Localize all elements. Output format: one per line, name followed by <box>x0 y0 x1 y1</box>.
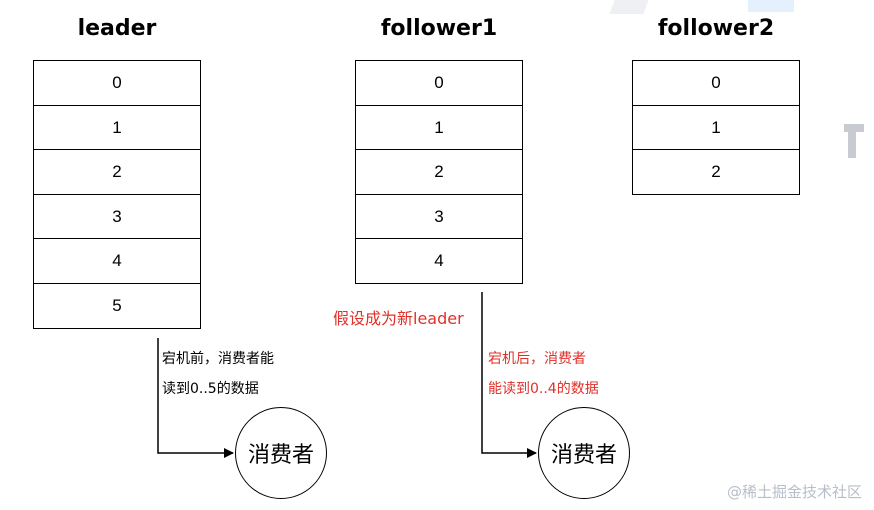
note-before-line1: 宕机前，消费者能 <box>162 351 274 367</box>
follower2-title: follower2 <box>657 16 775 41</box>
log-cell: 3 <box>33 193 201 240</box>
log-cell: 2 <box>355 149 523 195</box>
note-after-line1: 宕机后，消费者 <box>488 351 586 367</box>
consumer-right: 消费者 <box>538 407 630 499</box>
leader-to-consumer-arrow <box>157 338 234 458</box>
follower2-log: 0 1 2 <box>632 60 800 195</box>
log-cell: 0 <box>33 60 201 106</box>
watermark-shape-right <box>844 124 864 132</box>
watermark-shape-top-blue <box>748 0 794 12</box>
consumer-left: 消费者 <box>235 407 327 499</box>
note-after-crash: 宕机后，消费者 能读到0..4的数据 <box>488 344 599 404</box>
note-before-crash: 宕机前，消费者能 读到0..5的数据 <box>162 344 274 404</box>
log-cell: 4 <box>33 238 201 284</box>
note-before-line2: 读到0..5的数据 <box>162 381 259 397</box>
log-cell: 0 <box>632 60 800 106</box>
log-cell: 5 <box>33 282 201 329</box>
note-after-line2: 能读到0..4的数据 <box>488 381 599 397</box>
leader-title: leader <box>77 16 157 41</box>
log-cell: 4 <box>355 238 523 284</box>
watermark-text: @稀土掘金技术社区 <box>726 483 862 501</box>
follower1-log: 0 1 2 3 4 <box>355 60 523 284</box>
new-leader-label: 假设成为新leader <box>333 309 464 328</box>
watermark-shape-right-stem <box>848 132 856 158</box>
log-cell: 3 <box>355 193 523 240</box>
log-cell: 1 <box>33 104 201 151</box>
follower1-to-consumer-arrow <box>481 292 537 458</box>
follower1-title: follower1 <box>380 16 498 41</box>
log-cell: 2 <box>632 149 800 195</box>
leader-log: 0 1 2 3 4 5 <box>33 60 201 329</box>
